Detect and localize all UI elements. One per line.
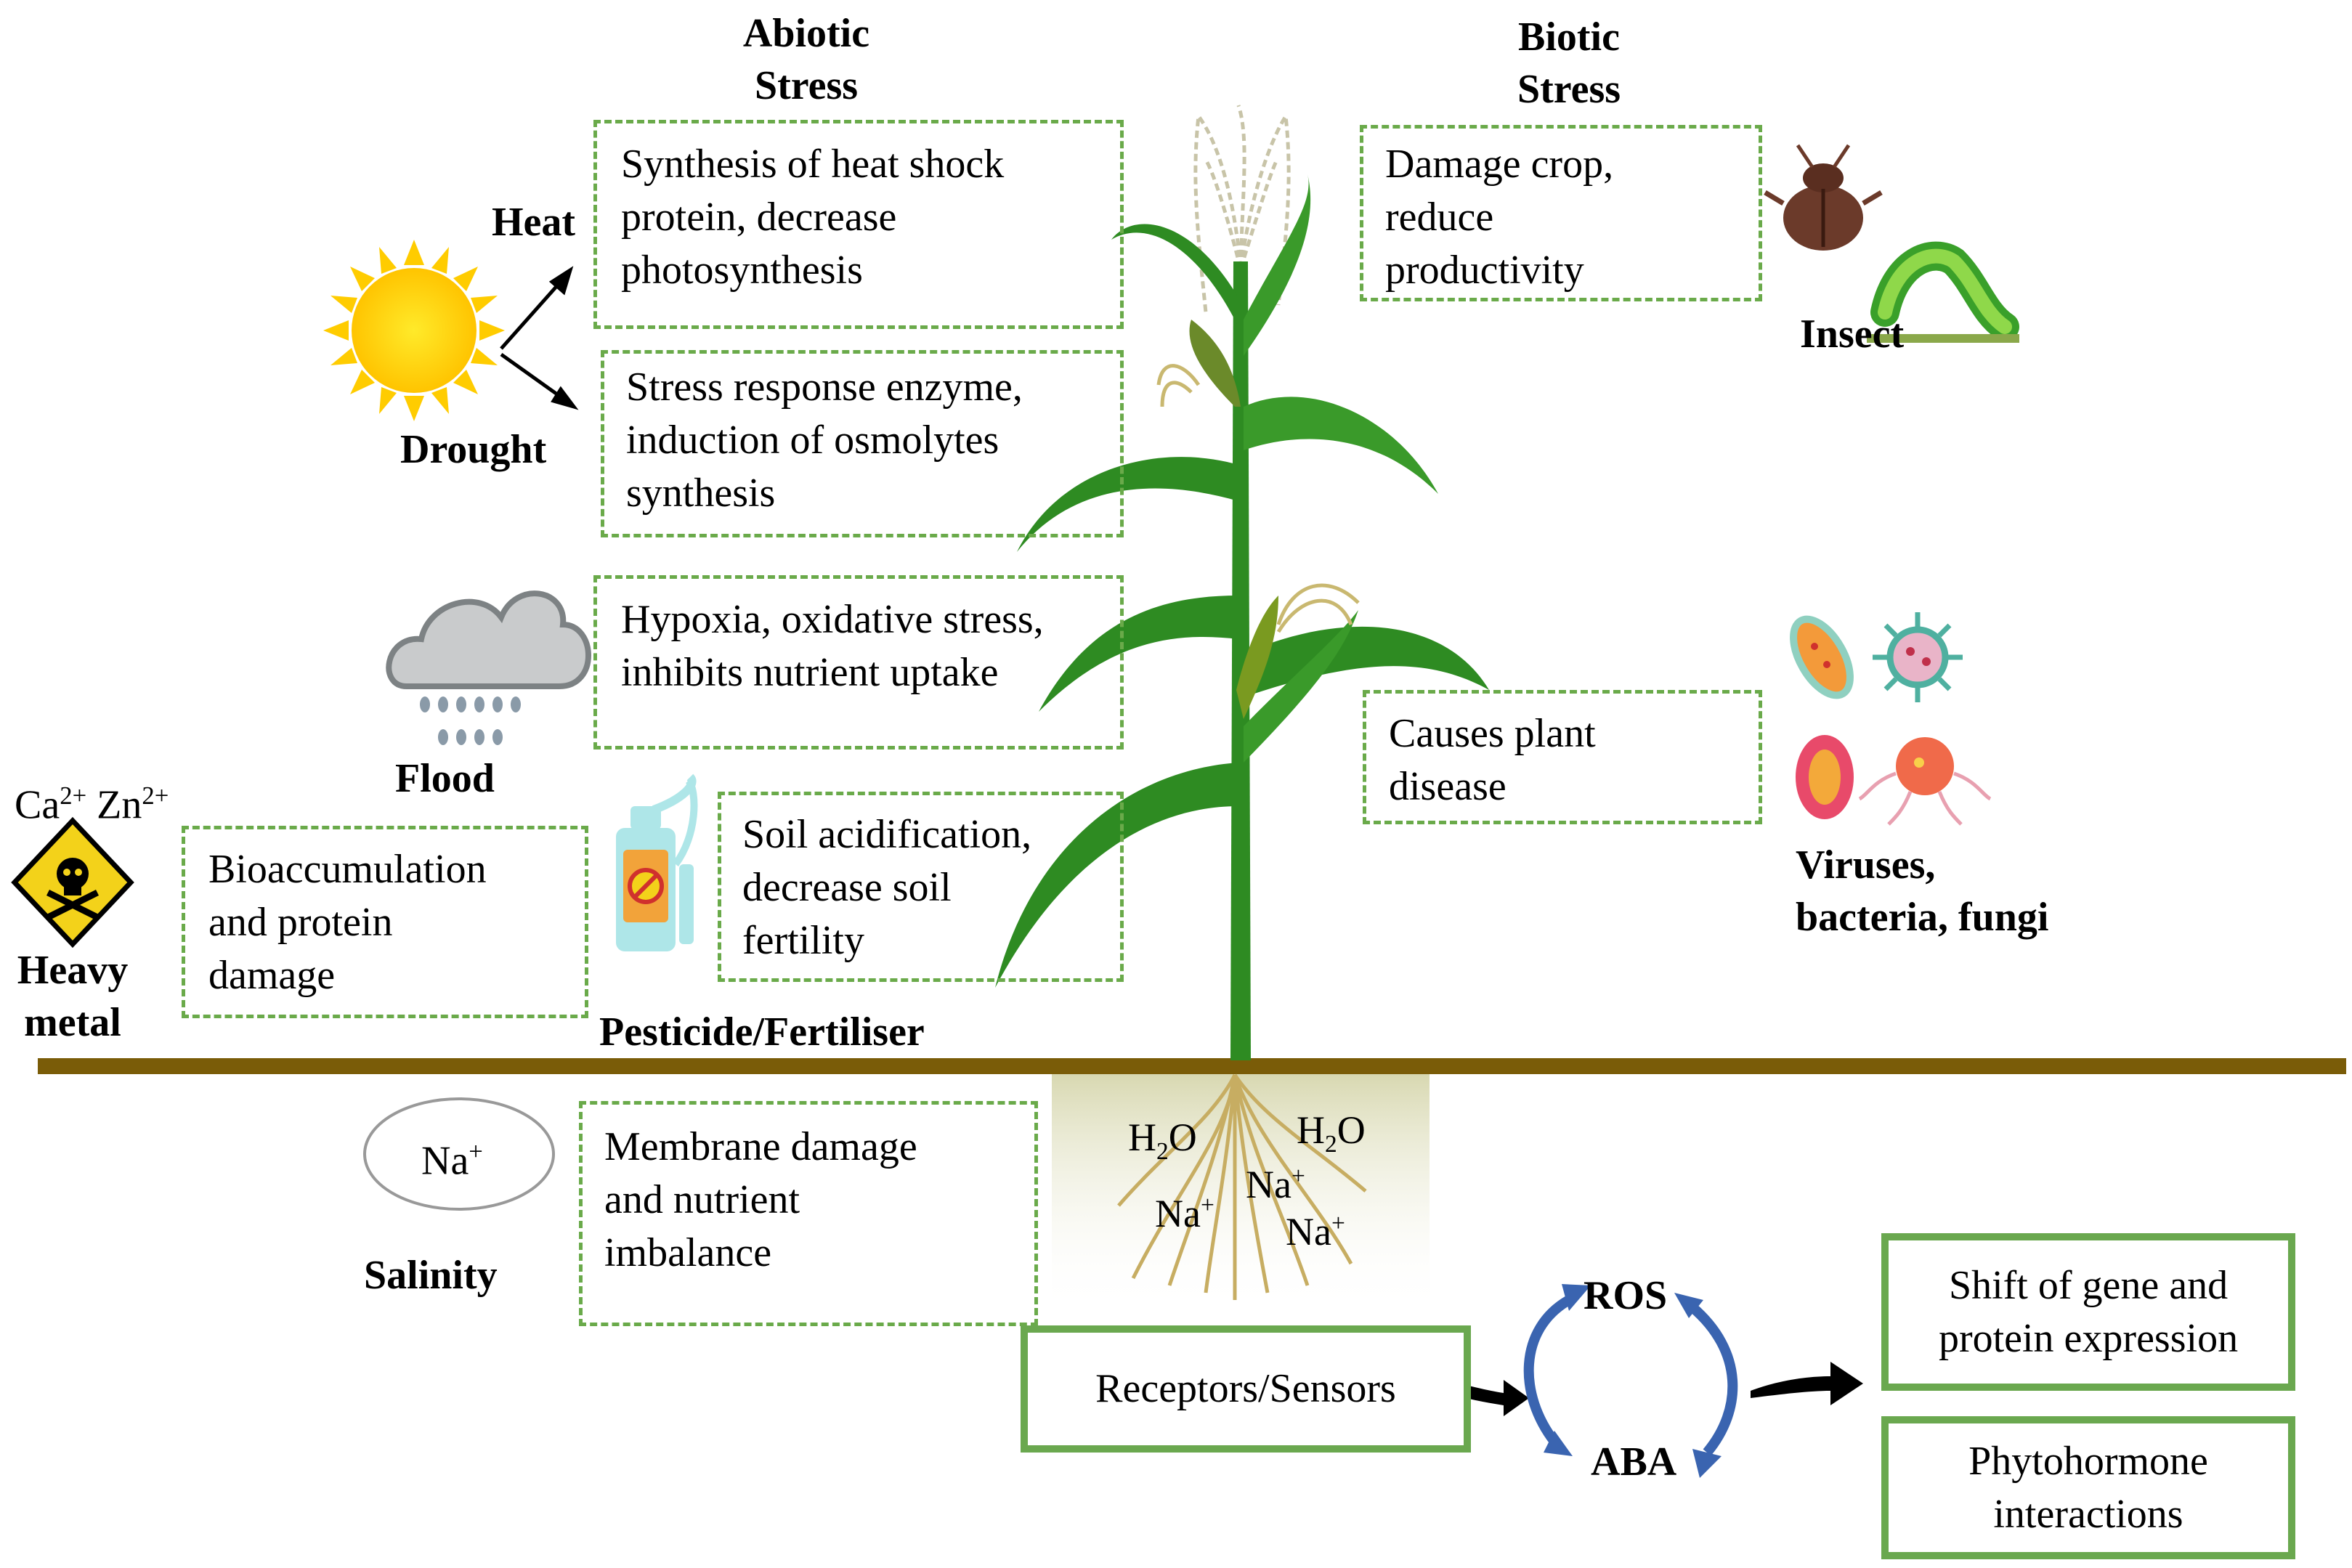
flood-label: Flood <box>395 756 495 801</box>
heat-effect-text: Synthesis of heat shock protein, decreas… <box>621 142 1005 293</box>
biotic-stress-header: Biotic Stress <box>1517 15 1621 112</box>
virus-icon <box>1873 612 1963 702</box>
drought-effect-box <box>601 350 1124 537</box>
receptors-sensors-box: Receptors/Sensors <box>1021 1325 1471 1453</box>
phytohormone-text: Phytohormone interactions <box>1968 1438 2208 1537</box>
aba-label: ABA <box>1591 1439 1677 1484</box>
drought-effect-text: Stress response enzyme, induction of osm… <box>626 365 1023 516</box>
flood-effect-text: Hypoxia, oxidative stress, inhibits nutr… <box>621 597 1044 695</box>
gene-expression-text: Shift of gene and protein expression <box>1938 1262 2239 1361</box>
root-label-h2o-1: H2O <box>1128 1116 1197 1165</box>
stressor-arrows <box>500 266 579 410</box>
signaling-arrows <box>1445 1362 1863 1416</box>
insect-effect-box <box>1360 125 1762 301</box>
salinity-effect-text: Membrane damage and nutrient imbalance <box>604 1124 917 1275</box>
caterpillar-icon <box>1867 241 2019 343</box>
bacteria-icon <box>1790 615 1854 699</box>
root-label-h2o-2: H2O <box>1297 1108 1366 1158</box>
root-label-na-3: Na+ <box>1286 1210 1345 1254</box>
pesticide-sprayer-icon <box>616 773 698 951</box>
receptors-sensors-text: Receptors/Sensors <box>1095 1366 1396 1411</box>
insect-effect-text: Damage crop, reduce productivity <box>1385 142 1614 293</box>
salinity-label: Salinity <box>364 1253 498 1298</box>
beetle-icon <box>1764 144 1883 251</box>
toxic-warning-icon <box>11 816 134 948</box>
ros-aba-cycle <box>1523 1295 1738 1456</box>
root-soil-zone <box>1052 1073 1430 1313</box>
heavy-metal-effect-text: Bioaccumulation and protein damage <box>208 847 487 998</box>
fungus-icon <box>1796 735 1854 819</box>
corn-plant <box>995 105 1489 1060</box>
heavy-metal-ions: Ca2+ Zn2+ <box>15 781 169 828</box>
salinity-ion-label: Na+ <box>421 1137 483 1184</box>
insect-label: Insect <box>1800 312 1905 357</box>
phytohormone-box: Phytohormone interactions <box>1881 1416 2295 1559</box>
roots <box>1117 1073 1367 1300</box>
pesticide-effect-text: Soil acidification, decrease soil fertil… <box>742 812 1032 963</box>
root-label-na-2: Na+ <box>1246 1163 1305 1206</box>
salinity-effect-box <box>579 1101 1038 1326</box>
ground-line <box>38 1058 2346 1074</box>
drought-label: Drought <box>400 427 547 472</box>
rain-cloud-icon <box>386 590 591 745</box>
gene-expression-box: Shift of gene and protein expression <box>1881 1233 2295 1391</box>
pesticide-fertiliser-label: Pesticide/Fertiliser <box>599 1010 925 1055</box>
abiotic-stress-header: Abiotic Stress <box>742 11 870 108</box>
pathogens-label: Viruses, bacteria, fungi <box>1796 842 2049 940</box>
heavy-metal-effect-box <box>182 826 588 1018</box>
ros-label: ROS <box>1583 1273 1668 1318</box>
heat-label: Heat <box>492 200 576 245</box>
heat-effect-box <box>593 120 1124 329</box>
pathogen-effect-text: Causes plant disease <box>1389 711 1596 809</box>
root-label-na-1: Na+ <box>1155 1192 1214 1235</box>
sun-icon <box>323 240 505 421</box>
pathogen-cell-icon <box>1858 737 1992 826</box>
heavy-metal-label: Heavy metal <box>17 948 129 1045</box>
pesticide-effect-box <box>718 792 1124 982</box>
flood-effect-box <box>593 575 1124 750</box>
pathogen-effect-box <box>1363 690 1762 824</box>
cycle-arrowheads <box>1544 1284 1722 1478</box>
salinity-ion-ellipse <box>363 1097 555 1211</box>
